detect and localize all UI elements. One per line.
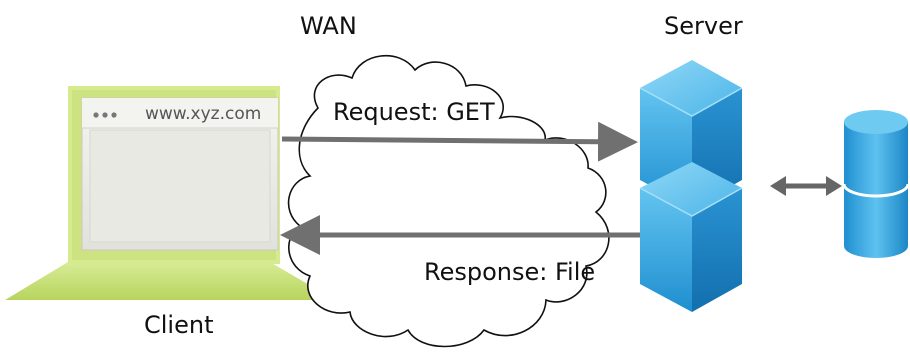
database-icon [842, 110, 910, 258]
laptop-icon [5, 86, 335, 300]
window-dots-icon [93, 112, 117, 118]
request-arrow [281, 121, 638, 162]
server-label: Server [664, 12, 743, 40]
request-label: Request: GET [333, 98, 495, 126]
server-database-link [770, 176, 842, 196]
wan-cloud-icon [287, 55, 610, 348]
browser-url: www.xyz.com [145, 104, 262, 124]
laptop-base [5, 262, 335, 300]
response-label: Response: File [424, 258, 596, 286]
wan-label: WAN [300, 12, 357, 40]
client-label: Client [144, 311, 214, 339]
server-icon [639, 60, 743, 312]
